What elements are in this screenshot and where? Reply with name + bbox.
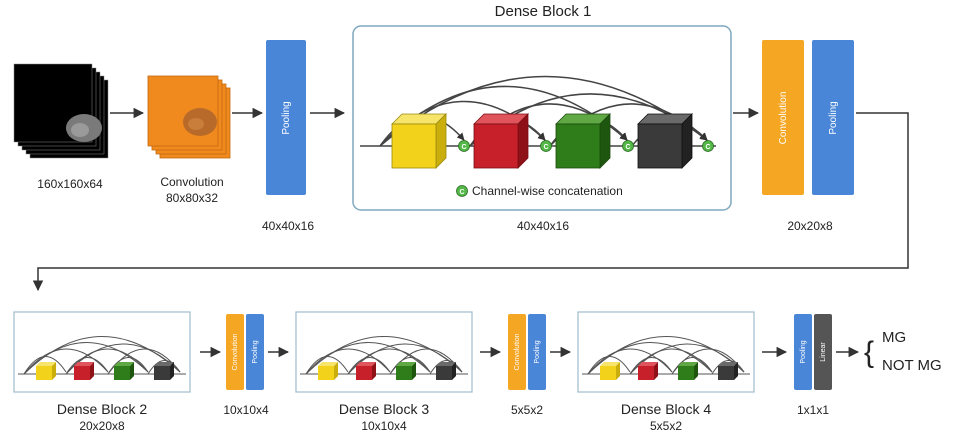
trans1-dims-label: 20x20x8 (787, 219, 833, 233)
dense1-red-cube (473, 113, 529, 169)
trans3-pool-label: Pooling (534, 340, 541, 363)
concat-circle-1: C (458, 140, 470, 152)
dense-block-1-frame (352, 25, 732, 211)
dense3-title: Dense Block 3 (339, 401, 429, 417)
trans2-pool-label: Pooling (252, 340, 259, 363)
concat-circle-3: C (622, 140, 634, 152)
dense-block-2 (13, 311, 191, 393)
concat-circle-2: C (540, 140, 552, 152)
dense3-dims-label: 10x10x4 (361, 419, 407, 433)
pool1-dims-label: 40x40x16 (262, 219, 314, 233)
concat-legend-icon (456, 185, 468, 197)
trans1-pool-label: Pooling (828, 101, 839, 134)
dense4-title: Dense Block 4 (621, 401, 711, 417)
dense1-title: Dense Block 1 (495, 3, 592, 20)
conv1-dims-label: 80x80x32 (166, 191, 218, 205)
trans1-conv-layer (762, 40, 804, 195)
conv1-label: Convolution (160, 175, 223, 189)
concat-legend: C Channel-wise concatenation (456, 184, 623, 198)
trans3-conv-layer (508, 314, 526, 390)
svg-text:C: C (625, 144, 630, 151)
output-brace: { (864, 336, 874, 369)
dense2-title: Dense Block 2 (57, 401, 147, 417)
trans2-conv-layer (226, 314, 244, 390)
concat-legend-icon-letter: C (459, 189, 464, 196)
concat-circle-4: C (702, 140, 714, 152)
trans3-dims-label: 5x5x2 (511, 403, 543, 417)
dense1-gray-cube (637, 113, 693, 169)
trans3-conv-label: Convolution (514, 333, 521, 370)
final-linear-label: Linear (820, 342, 827, 362)
final-dims-label: 1x1x1 (797, 403, 829, 417)
svg-text:C: C (461, 144, 466, 151)
trans2-conv-label: Convolution (232, 333, 239, 370)
input-dims-label: 160x160x64 (37, 177, 103, 191)
dense1-yellow-cube (391, 113, 447, 169)
output-not-mg: NOT MG (882, 357, 942, 374)
row-connector (32, 112, 909, 292)
trans3-pool-layer (528, 314, 546, 390)
pool1-label: Pooling (281, 101, 292, 134)
pool1-layer (266, 40, 306, 195)
final-pool-layer (794, 314, 812, 390)
trans1-conv-label: Convolution (778, 92, 789, 145)
conv1-feature-stack (147, 75, 231, 159)
concat-legend-text: Channel-wise concatenation (472, 184, 623, 198)
trans1-pool-layer (812, 40, 854, 195)
output-mg: MG (882, 329, 906, 346)
dense4-dims-label: 5x5x2 (650, 419, 682, 433)
trans2-dims-label: 10x10x4 (223, 403, 269, 417)
dense2-dims-label: 20x20x8 (79, 419, 125, 433)
dense1-green-cube (555, 113, 611, 169)
input-image-stack (13, 63, 109, 159)
dense1-dims-label: 40x40x16 (517, 219, 569, 233)
final-linear-layer (814, 314, 832, 390)
svg-text:C: C (543, 144, 548, 151)
dense-block-3 (295, 311, 473, 393)
final-pool-label: Pooling (800, 340, 807, 363)
dense-block-4 (577, 311, 755, 393)
svg-text:C: C (705, 144, 710, 151)
trans2-pool-layer (246, 314, 264, 390)
